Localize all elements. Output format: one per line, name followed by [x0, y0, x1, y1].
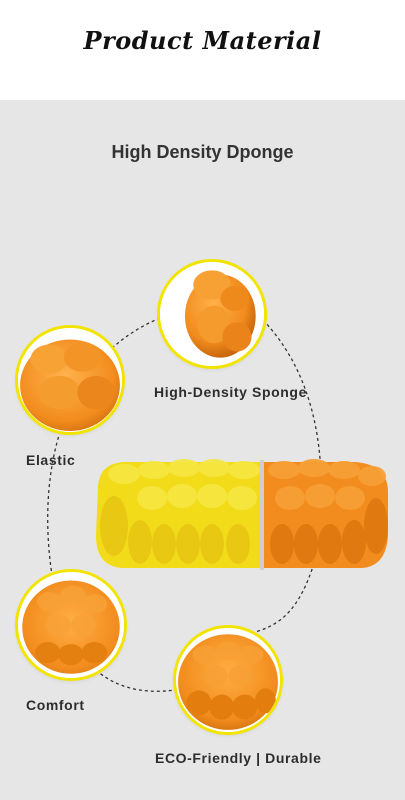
section-title: High Density Dponge: [111, 142, 294, 162]
page-title: Product Material: [83, 26, 322, 55]
callout-label-sponge: High-Density Sponge: [154, 384, 307, 400]
sponge-closeup-image: [160, 262, 264, 366]
header: Product Material: [0, 0, 405, 100]
callout-label-eco-durable: ECO-Friendly | Durable: [155, 750, 322, 766]
callout-label-comfort: Comfort: [26, 697, 85, 713]
callout-label-elastic: Elastic: [26, 452, 76, 468]
eco-durable-closeup-image: [176, 628, 280, 732]
bubble-sofa-image: [92, 456, 392, 576]
elastic-closeup-image: [18, 328, 122, 432]
comfort-closeup-image: [18, 572, 124, 678]
